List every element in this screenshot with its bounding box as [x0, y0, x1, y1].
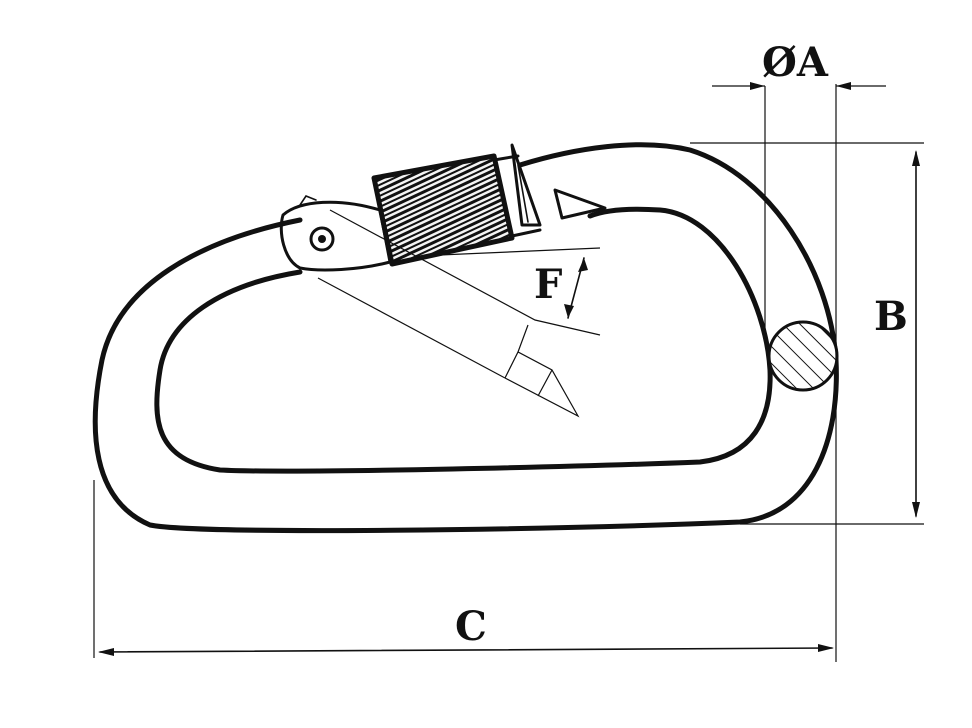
height-label: B — [874, 293, 908, 340]
hinge-tab — [299, 195, 317, 206]
wire-cross-section — [767, 320, 839, 392]
gate-body-top — [492, 154, 520, 162]
length-label: C — [455, 603, 487, 650]
height-arrowhead-bottom — [912, 502, 920, 518]
diameter-arrowhead-left — [750, 82, 765, 90]
open-gate-tip — [504, 324, 580, 418]
hinge-rivet-center — [318, 235, 326, 243]
gate-hinge-plate — [279, 200, 392, 272]
length-arrowhead-right — [818, 644, 834, 652]
gate-opening-arrowhead-top — [578, 258, 588, 272]
open-gate-lower-edge — [317, 277, 506, 379]
hinge-rivet-icon — [309, 226, 335, 252]
screw-lock-sleeve — [371, 153, 515, 267]
gate-opening-arrowhead-bottom — [564, 304, 574, 318]
diameter-label: ØA — [762, 39, 829, 86]
length-arrowhead-left — [98, 648, 114, 656]
gate-nose-hook — [553, 188, 607, 220]
gate-tip — [510, 143, 542, 227]
length-dimension-line — [99, 647, 833, 653]
carabiner-inner-contour — [154, 206, 773, 474]
height-arrowhead-top — [912, 150, 920, 166]
diameter-arrowhead-right — [836, 82, 851, 90]
carabiner-outer-contour — [92, 142, 839, 534]
gate-tip-line — [517, 164, 529, 223]
gate-body-bottom — [510, 228, 542, 238]
open-gate-mid-edge — [439, 247, 601, 256]
open-gate-upper-edge — [329, 209, 601, 336]
gate-opening-label: F — [534, 261, 562, 308]
